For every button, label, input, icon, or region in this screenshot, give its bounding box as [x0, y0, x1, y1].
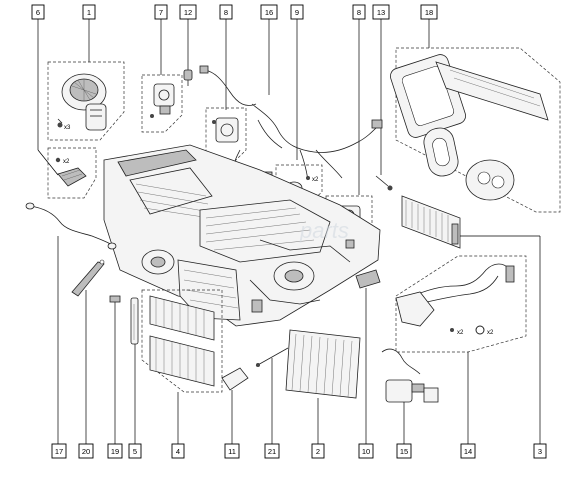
svg-text:18: 18: [425, 8, 433, 17]
callout-13-top: 13: [372, 4, 390, 175]
blower-motor-part: [61, 73, 107, 131]
svg-text:17: 17: [55, 447, 63, 456]
callout-14-bottom: 14: [460, 443, 476, 459]
svg-text:1: 1: [87, 8, 91, 17]
actuator-8-part: [212, 117, 239, 143]
seal-duct-part: [435, 61, 549, 121]
svg-text:15: 15: [400, 447, 408, 456]
callout-4-bottom: 4: [171, 443, 185, 459]
callout-10-bottom: 10: [358, 443, 374, 459]
rod-21-part: [255, 347, 289, 444]
svg-text:4: 4: [176, 447, 180, 456]
svg-text:9: 9: [295, 8, 299, 17]
valve-seal-icon: [475, 325, 485, 335]
svg-text:2: 2: [316, 447, 320, 456]
cabin-filter-upper: [149, 295, 215, 341]
callout-5-bottom: 5: [128, 443, 142, 459]
callout-16-top: 16: [260, 4, 278, 95]
callout-19-bottom: 19: [107, 443, 123, 459]
callout-8-top-left: 8: [219, 4, 233, 110]
callout-20-bottom: 20: [78, 443, 94, 459]
sensor-9-screw-qty: x2: [312, 177, 319, 183]
heater-core-part: [401, 195, 541, 444]
resistor-screw-qty: x2: [63, 159, 70, 165]
sensor-plug-part: [183, 69, 193, 86]
actuator-7-screw-icon: [150, 114, 154, 118]
svg-text:14: 14: [464, 447, 472, 456]
sensor-19-part: [109, 295, 121, 444]
evaporator-part: [285, 329, 361, 444]
flap-11-part: [221, 367, 249, 444]
svg-text:16: 16: [265, 8, 273, 17]
svg-text:8: 8: [224, 8, 228, 17]
valve-screw-icon: [450, 328, 454, 332]
svg-text:3: 3: [538, 447, 542, 456]
seals-group: [390, 47, 561, 213]
drain-hose-part: [25, 202, 117, 444]
svg-text:8: 8: [357, 8, 361, 17]
svg-text:7: 7: [159, 8, 163, 17]
callout-3-bottom: 3: [533, 443, 547, 459]
svg-text:10: 10: [362, 447, 370, 456]
callout-15-bottom: 15: [396, 443, 412, 459]
svg-text:5: 5: [133, 447, 137, 456]
callout-6-top: 6: [31, 4, 59, 176]
seal-oval-part: [465, 159, 515, 201]
svg-text:11: 11: [228, 447, 236, 456]
callout-21-bottom: 21: [264, 443, 280, 459]
callout-18-top: 18: [420, 4, 438, 48]
svg-text:19: 19: [111, 447, 119, 456]
expansion-valve-part: [381, 348, 439, 444]
resistor-part: [57, 167, 87, 187]
actuator-7-part: [153, 83, 175, 115]
callout-7-top: 7: [154, 4, 168, 75]
actuator-7-group: [141, 74, 183, 133]
blower-screw-qty: x3: [64, 125, 71, 131]
bracket-10-part: [355, 269, 381, 444]
callout-12-top: 12: [179, 4, 197, 70]
cabin-filters-group: [141, 289, 223, 444]
valve-screw-qty: x2: [457, 330, 464, 336]
seal-round-part: [423, 127, 459, 177]
bracket-20-part: [71, 259, 105, 444]
cabin-filter-lower: [149, 335, 215, 387]
svg-text:12: 12: [184, 8, 192, 17]
watermark-text: parts: [299, 218, 349, 243]
callout-17-bottom: 17: [51, 443, 67, 459]
heater-pipes-group: x2 x2: [395, 255, 527, 353]
clip-strip-part: [130, 297, 139, 444]
valve-seal-qty: x2: [487, 330, 494, 336]
callout-1-top: 1: [82, 4, 96, 62]
svg-text:6: 6: [36, 8, 40, 17]
actuator-8-group: [199, 65, 257, 169]
callout-9-top: 9: [290, 4, 304, 160]
seal-frame-part: [390, 54, 466, 138]
callout-8-top-right: 8: [352, 4, 366, 195]
blower-motor-group: x3: [47, 61, 125, 141]
svg-text:20: 20: [82, 447, 90, 456]
bolt-13-part: [375, 175, 393, 191]
resistor-group: x2: [47, 147, 97, 199]
svg-text:13: 13: [377, 8, 385, 17]
callout-11-bottom: 11: [224, 443, 240, 459]
resistor-screw-icon: [55, 157, 61, 163]
svg-text:21: 21: [268, 447, 276, 456]
blower-screw-icon: [57, 118, 63, 128]
heater-pipes-part: [395, 263, 515, 327]
callout-2-bottom: 2: [311, 443, 325, 459]
